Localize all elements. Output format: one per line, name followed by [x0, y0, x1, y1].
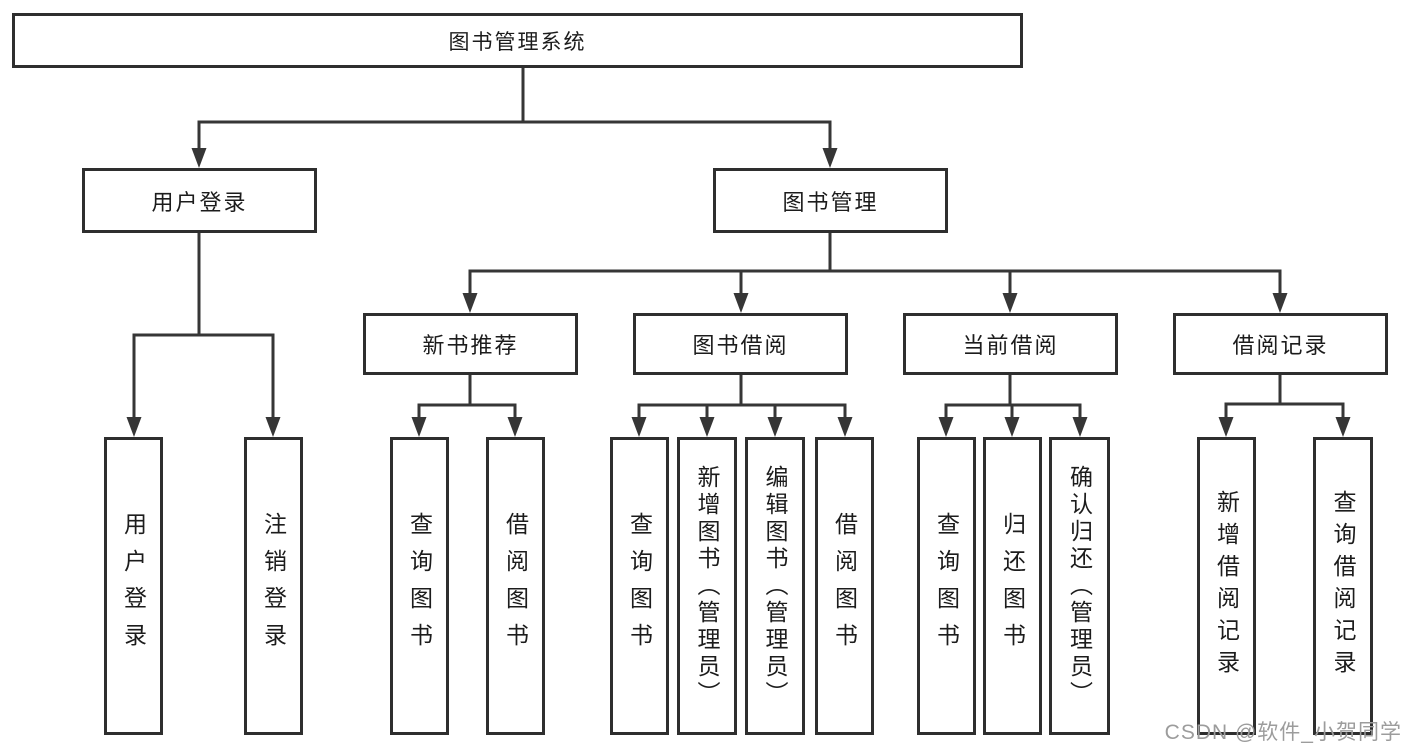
node-borrowing-records: 借阅记录 [1173, 313, 1388, 375]
node-root-label: 图书管理系统 [448, 30, 587, 54]
leaf-add-borrow-record: 新增借阅记录 [1197, 437, 1256, 735]
node-book-management: 图书管理 [713, 168, 948, 233]
leaf-query-books-current: 查询图书 [917, 437, 976, 735]
leaf-query-borrow-record: 查询借阅记录 [1313, 437, 1373, 735]
leaf-add-book-admin-label: 新增图书（管理员） [694, 464, 720, 708]
leaf-query-books-borrow: 查询图书 [610, 437, 669, 735]
leaf-add-borrow-record-label: 新增借阅记录 [1213, 490, 1240, 682]
node-current-borrowing: 当前借阅 [903, 313, 1118, 375]
leaf-query-books-current-label: 查询图书 [933, 512, 960, 660]
leaf-user-login-label: 用户登录 [120, 512, 147, 660]
leaf-borrow-books-recommend-label: 借阅图书 [502, 512, 529, 660]
leaf-confirm-return-admin: 确认归还（管理员） [1049, 437, 1110, 735]
node-borrowing-records-label: 借阅记录 [1232, 333, 1329, 358]
node-root: 图书管理系统 [12, 13, 1023, 68]
leaf-logout-label: 注销登录 [260, 512, 287, 660]
node-user-login-label: 用户登录 [151, 189, 248, 215]
leaf-query-books-borrow-label: 查询图书 [626, 512, 653, 660]
node-book-borrowing-label: 图书借阅 [692, 333, 789, 358]
csdn-watermark: CSDN @软件_小贺同学 [1164, 721, 1402, 744]
leaf-borrow-books-recommend: 借阅图书 [486, 437, 545, 735]
leaf-query-borrow-record-label: 查询借阅记录 [1330, 490, 1356, 682]
leaf-add-book-admin: 新增图书（管理员） [677, 437, 737, 735]
node-book-management-label: 图书管理 [782, 189, 879, 215]
leaf-borrow-books-label: 借阅图书 [831, 512, 858, 660]
leaf-confirm-return-admin-label: 确认归还（管理员） [1066, 464, 1093, 708]
node-user-login: 用户登录 [82, 168, 317, 233]
leaf-return-books: 归还图书 [983, 437, 1042, 735]
node-current-borrowing-label: 当前借阅 [962, 333, 1059, 358]
node-book-borrowing: 图书借阅 [633, 313, 848, 375]
leaf-query-books-recommend: 查询图书 [390, 437, 449, 735]
leaf-edit-book-admin: 编辑图书（管理员） [745, 437, 805, 735]
node-new-book-recommend-label: 新书推荐 [422, 333, 519, 358]
node-new-book-recommend: 新书推荐 [363, 313, 578, 375]
leaf-borrow-books: 借阅图书 [815, 437, 874, 735]
leaf-query-books-recommend-label: 查询图书 [406, 512, 433, 660]
leaf-user-login: 用户登录 [104, 437, 163, 735]
leaf-return-books-label: 归还图书 [999, 512, 1026, 660]
leaf-edit-book-admin-label: 编辑图书（管理员） [762, 464, 788, 708]
leaf-logout: 注销登录 [244, 437, 303, 735]
